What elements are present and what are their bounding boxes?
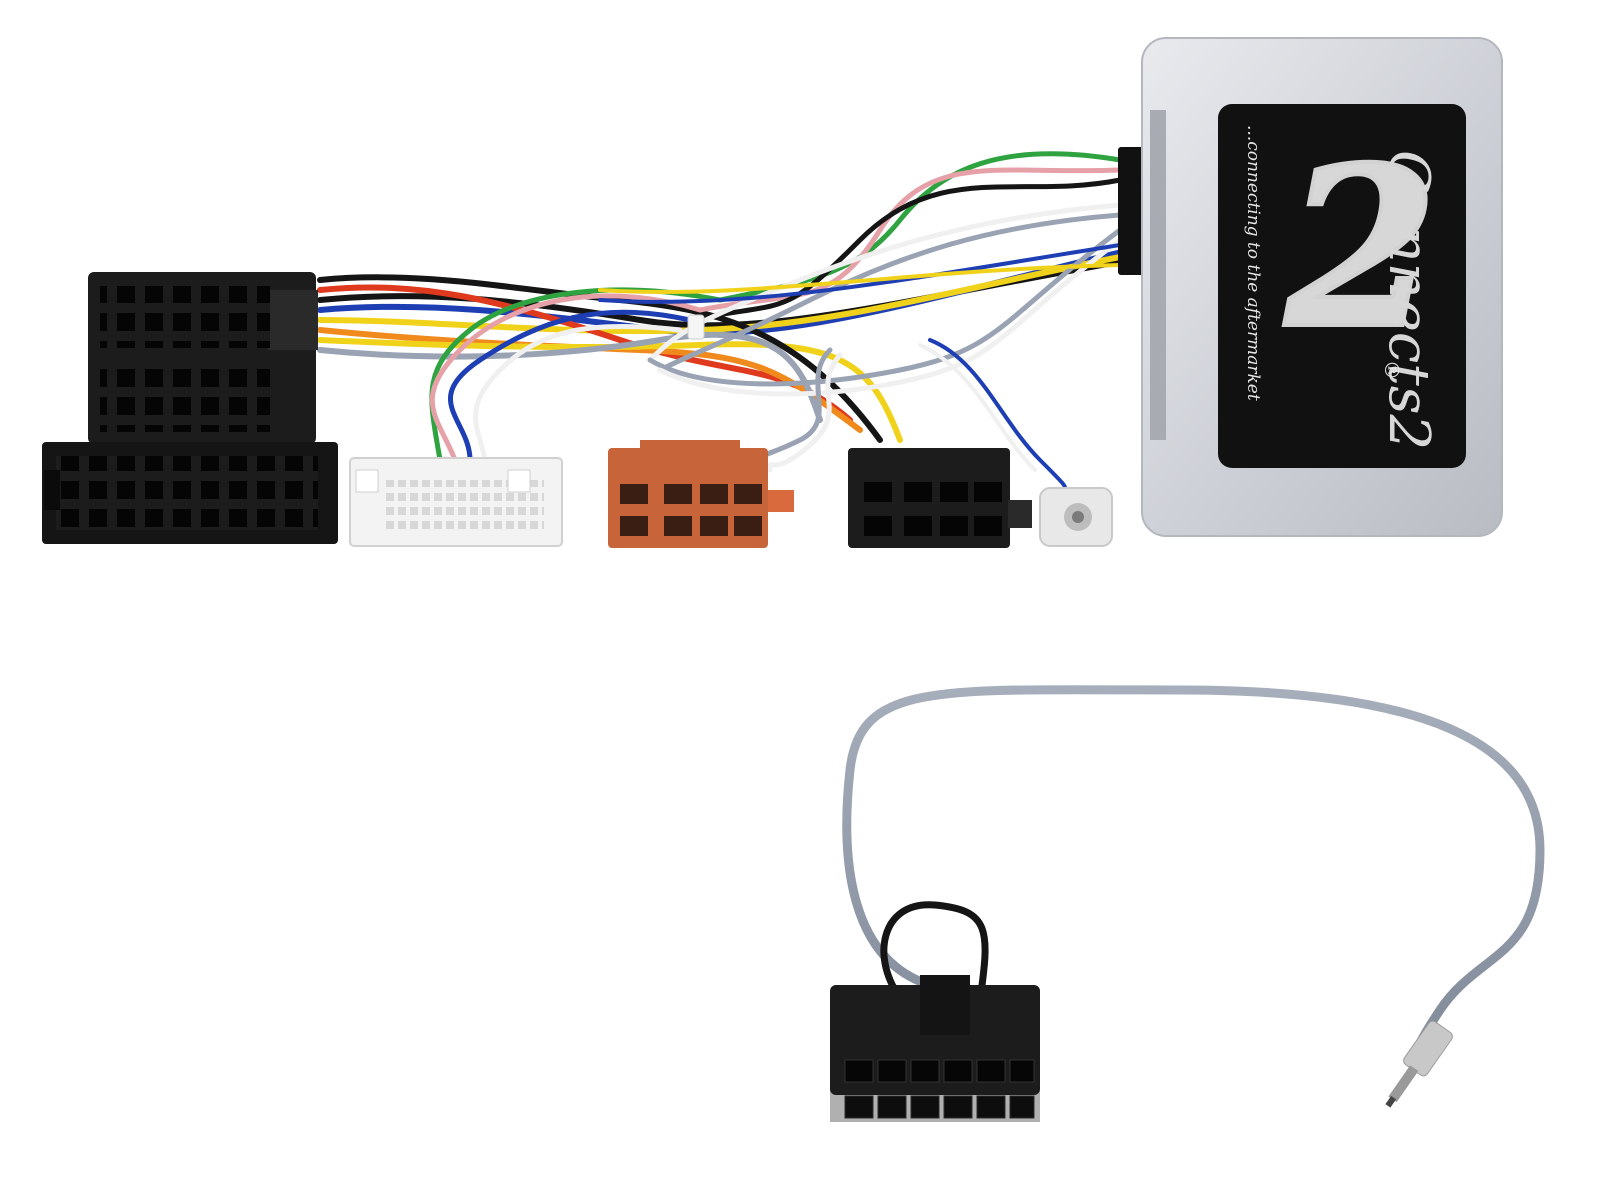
patch-lead (830, 685, 1545, 1122)
tagline: ...connecting to the aftermarket (1243, 125, 1263, 401)
antenna-socket (1039, 487, 1113, 547)
brand-label (1218, 104, 1466, 468)
registered-mark: ® (1380, 360, 1404, 380)
wire-loom (317, 151, 1133, 502)
iso-vehicle-connector (42, 272, 338, 544)
orange-iso-connector (608, 440, 794, 548)
brand-logo-text: Connects2 (1376, 150, 1441, 450)
black-iso-connector (848, 448, 1032, 548)
patch-lead-connector (830, 975, 1040, 1122)
patch-lead-cable (842, 685, 1545, 1080)
jack-plug (1385, 1020, 1453, 1108)
white-multipin-connector (349, 457, 563, 547)
interface-module: 2 Connects2 ...connecting to the afterma… (1118, 37, 1503, 537)
logo-numeral: 2 (1283, 118, 1438, 377)
cable-tie (687, 314, 705, 340)
